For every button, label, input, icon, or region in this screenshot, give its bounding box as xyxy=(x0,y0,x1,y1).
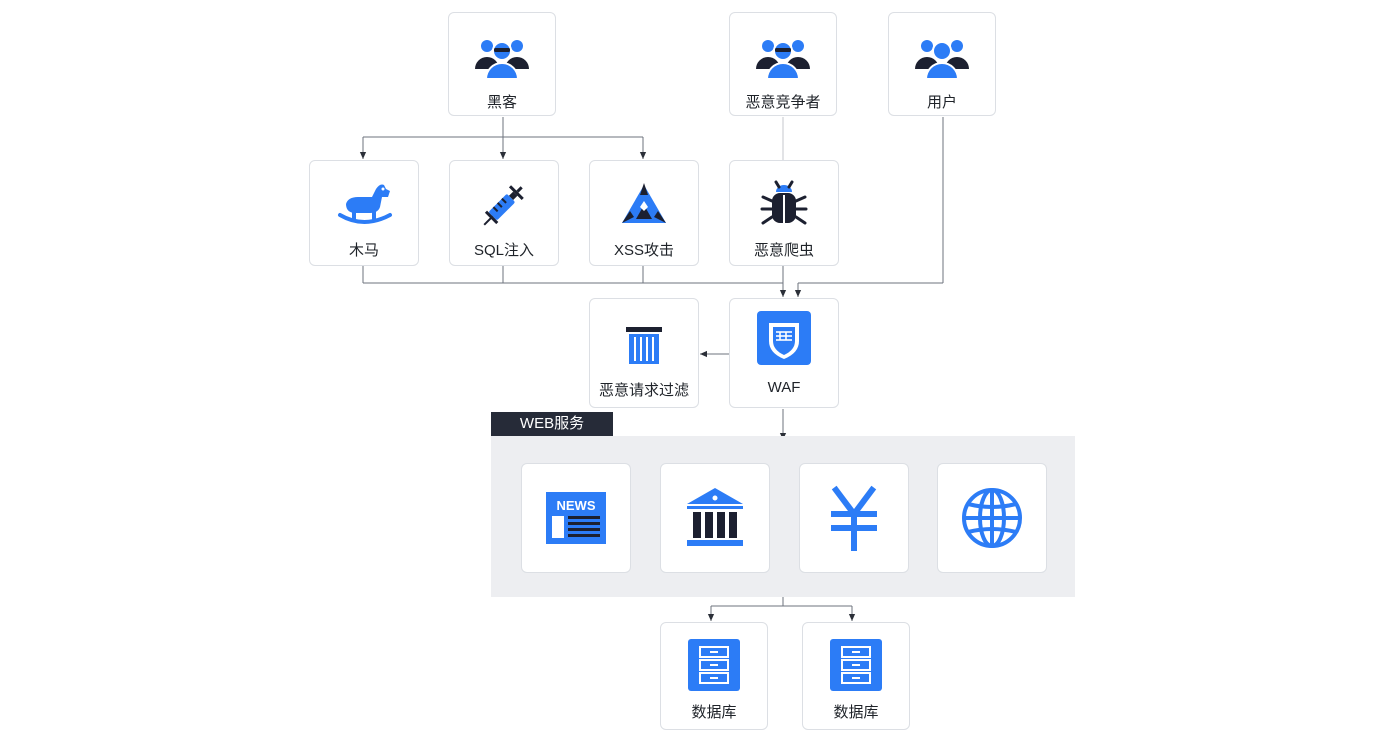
node-trojan: 木马 xyxy=(309,160,419,266)
bank-icon xyxy=(687,488,743,546)
hacker-group-icon xyxy=(753,29,813,85)
server-icon xyxy=(826,639,886,695)
triangle-attack-icon xyxy=(614,177,674,233)
node-label: XSS攻击 xyxy=(613,242,674,259)
node-label: 数据库 xyxy=(833,704,879,721)
bug-icon xyxy=(754,177,814,233)
node-waf: WAF xyxy=(729,298,839,408)
syringe-icon xyxy=(474,177,534,233)
node-label: WAF xyxy=(767,379,801,396)
node-malicious-crawler: 恶意爬虫 xyxy=(729,160,839,266)
node-label: 用户 xyxy=(926,94,957,111)
node-label: 恶意竞争者 xyxy=(745,94,821,111)
news-text: NEWS xyxy=(557,498,596,513)
trash-icon xyxy=(614,315,674,371)
shield-icon xyxy=(754,311,814,367)
node-request-filter: 恶意请求过滤 xyxy=(589,298,699,408)
server-icon xyxy=(684,639,744,695)
web-service-news: NEWS xyxy=(521,463,631,573)
node-database-2: 数据库 xyxy=(802,622,910,730)
hacker-group-icon xyxy=(472,29,532,85)
globe-icon xyxy=(962,488,1022,548)
web-service-bank xyxy=(660,463,770,573)
node-label: 恶意请求过滤 xyxy=(598,382,689,399)
node-xss-attack: XSS攻击 xyxy=(589,160,699,266)
node-sql-injection: SQL注入 xyxy=(449,160,559,266)
node-label: 木马 xyxy=(348,242,379,259)
web-service-web xyxy=(937,463,1047,573)
node-label: 恶意爬虫 xyxy=(753,242,814,259)
rocking-horse-icon xyxy=(334,177,394,233)
node-database-1: 数据库 xyxy=(660,622,768,730)
node-label: 黑客 xyxy=(486,94,517,111)
web-service-tag: WEB服务 xyxy=(491,412,613,436)
web-service-payment xyxy=(799,463,909,573)
user-group-icon xyxy=(912,29,972,85)
newspaper-icon: NEWS xyxy=(546,492,606,544)
node-user: 用户 xyxy=(888,12,996,116)
node-competitor: 恶意竞争者 xyxy=(729,12,837,116)
node-label: 数据库 xyxy=(691,704,737,721)
node-label: SQL注入 xyxy=(473,242,534,259)
node-hacker: 黑客 xyxy=(448,12,556,116)
yuan-icon xyxy=(831,485,877,551)
